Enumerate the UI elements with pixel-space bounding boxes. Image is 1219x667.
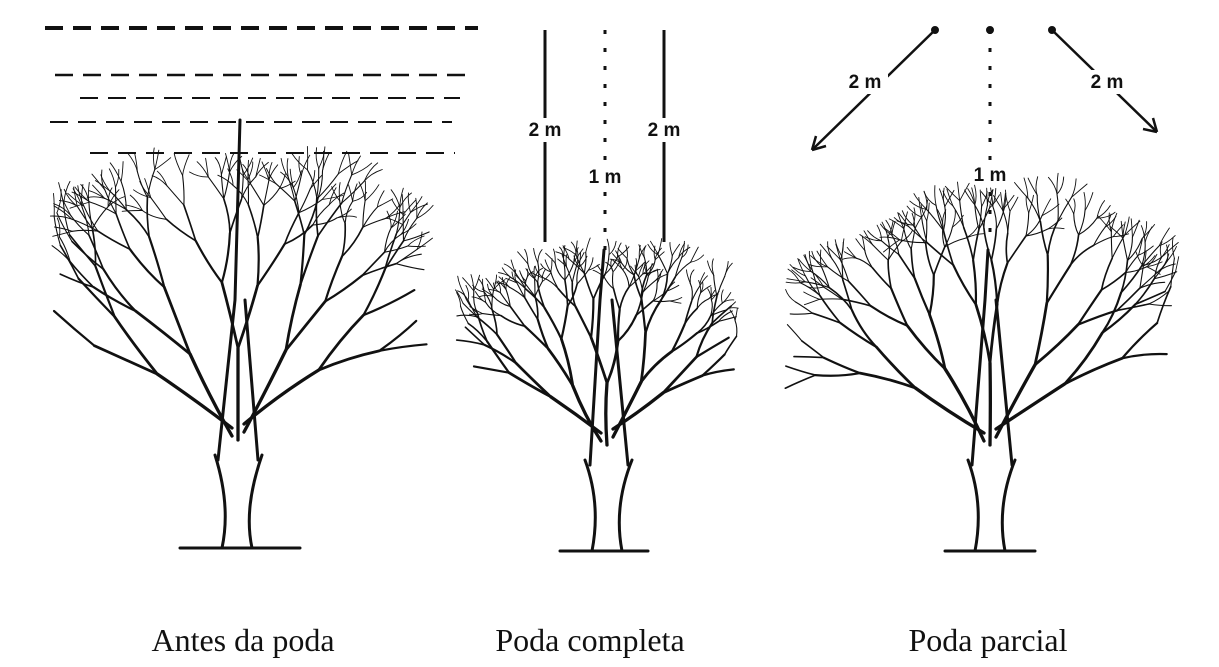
partial-center-label: 1 m	[974, 165, 1007, 186]
partial-measure-lines	[812, 27, 1157, 241]
complete-right-label: 2 m	[648, 120, 681, 141]
complete-left-label: 2 m	[529, 120, 562, 141]
caption-complete-pruning: Poda completa	[495, 622, 684, 659]
cut-level-lines	[45, 28, 478, 153]
tree-partial-crown	[785, 173, 1178, 445]
complete-center-label: 1 m	[589, 167, 622, 188]
caption-before-pruning: Antes da poda	[151, 622, 334, 659]
tree-partial-pruning: 2 m 2 m 1 m	[785, 27, 1178, 552]
tree-before-crown	[50, 147, 433, 441]
partial-left-label: 2 m	[849, 72, 882, 93]
partial-right-label: 2 m	[1091, 72, 1124, 93]
tree-complete-pruning: 2 m 2 m 1 m	[455, 30, 738, 551]
caption-partial-pruning: Poda parcial	[908, 622, 1067, 659]
tree-before-pruning	[45, 28, 478, 548]
